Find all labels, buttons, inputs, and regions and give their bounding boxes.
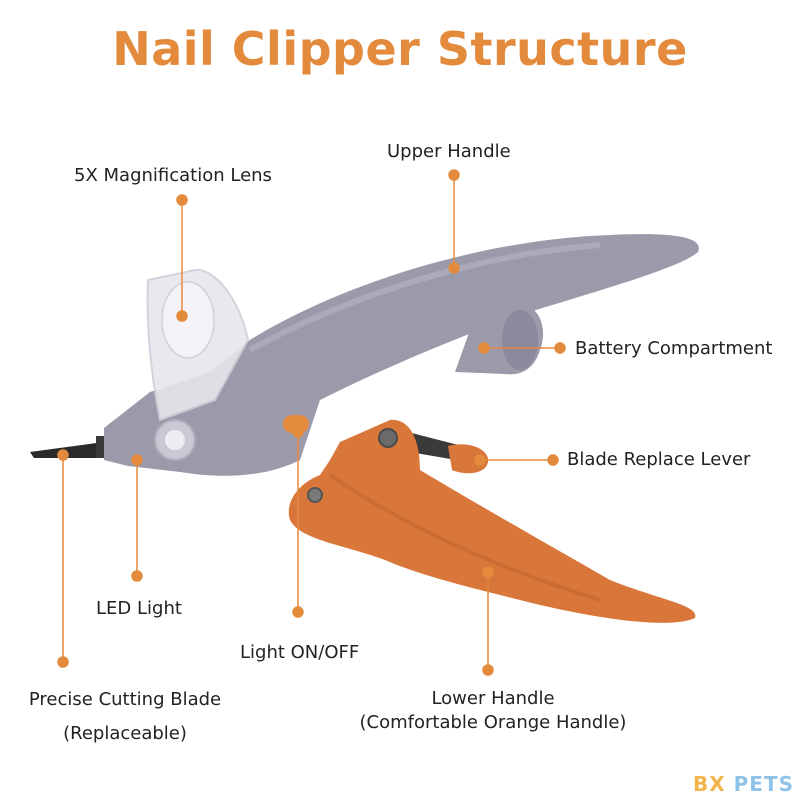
label-blade-replace-lever: Blade Replace Lever xyxy=(567,449,751,470)
pivot-screw xyxy=(378,428,398,448)
label-led-light: LED Light xyxy=(96,598,182,619)
label-cutting-blade-line1: Precise Cutting Blade xyxy=(28,689,222,710)
lower-handle-shape xyxy=(288,419,696,623)
watermark-part1: BX xyxy=(692,772,726,796)
label-lower-handle-line1: Lower Handle xyxy=(431,688,555,709)
label-battery-compartment: Battery Compartment xyxy=(575,338,773,359)
label-light-switch: Light ON/OFF xyxy=(240,642,360,663)
cutting-blade xyxy=(30,442,108,458)
lower-screw xyxy=(307,487,323,503)
label-cutting-blade-line2: (Replaceable) xyxy=(63,723,187,744)
watermark-part2: PETS xyxy=(733,772,794,796)
label-magnification-lens: 5X Magnification Lens xyxy=(74,165,272,186)
page-title: Nail Clipper Structure xyxy=(112,22,688,76)
callout-lines xyxy=(57,169,566,676)
upper-handle-shape xyxy=(104,234,699,476)
label-lower-handle: Lower Handle (Comfortable Orange Handle) xyxy=(343,687,643,735)
label-cutting-blade: Precise Cutting Blade (Replaceable) xyxy=(15,688,235,746)
blade-replace-lever-shape xyxy=(448,444,489,474)
label-upper-handle: Upper Handle xyxy=(387,141,511,162)
label-lower-handle-line2: (Comfortable Orange Handle) xyxy=(359,712,627,733)
watermark-logo: BX PETS xyxy=(693,772,794,796)
